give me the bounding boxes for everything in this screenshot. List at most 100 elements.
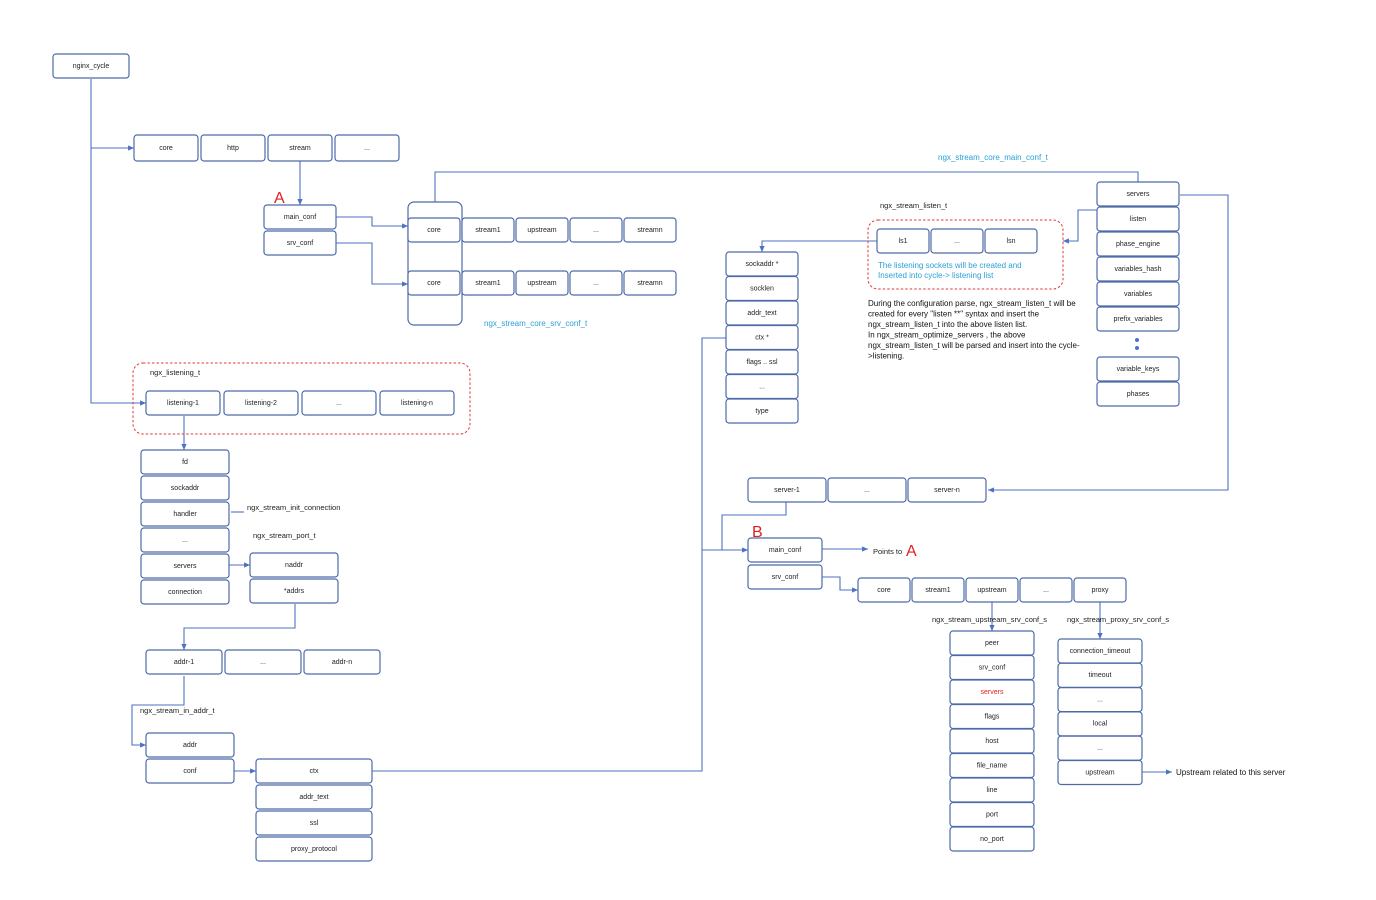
upstream-field-2[interactable]: servers [949, 679, 1035, 705]
upstream-related-label: Upstream related to this server [1176, 768, 1286, 777]
port-field-0[interactable]: naddr [249, 552, 339, 578]
listening-field-4[interactable]: servers [140, 553, 230, 579]
core-column-container [407, 201, 463, 326]
ls-0[interactable]: ls1 [876, 228, 930, 254]
nginx-cycle-box[interactable]: nginx_cycle [52, 53, 130, 79]
srv-mod-3[interactable]: ... [569, 270, 623, 296]
addr-1-label: ... [260, 659, 266, 666]
main-field2-1[interactable]: phases [1096, 381, 1180, 407]
srv-mod-2[interactable]: upstream [515, 270, 569, 296]
ls-2[interactable]: lsn [984, 228, 1038, 254]
stream-conf-column: main_conf srv_conf [263, 204, 337, 256]
server-mod-1[interactable]: stream1 [911, 577, 965, 603]
listening-0[interactable]: listening-1 [145, 390, 221, 416]
listening-field-2[interactable]: handler [140, 501, 230, 527]
upstream-field-3[interactable]: flags [949, 703, 1035, 730]
stream-conf-1[interactable]: srv_conf [263, 230, 337, 256]
addr-0[interactable]: addr-1 [145, 649, 223, 675]
listen-field-5[interactable]: ... [725, 373, 799, 400]
listening-field-1[interactable]: sockaddr [140, 475, 230, 501]
listening-row: listening-1 listening-2...listening-n [145, 390, 455, 416]
proxy-field-0[interactable]: connection_timeout [1057, 638, 1143, 664]
upstream-field-8[interactable]: no_port [949, 826, 1035, 852]
proxy-field-4[interactable]: ... [1057, 735, 1143, 761]
server-1[interactable]: ... [827, 477, 907, 503]
listening-field-3[interactable]: ... [140, 527, 230, 553]
stream-conf-1-label: srv_conf [287, 240, 314, 247]
in-addr-0[interactable]: addr [145, 732, 235, 758]
upstream-field-4[interactable]: host [949, 728, 1035, 754]
ctx-field-2[interactable]: ssl [255, 810, 373, 836]
proxy-field-2[interactable]: ... [1057, 686, 1143, 713]
listen-field-2[interactable]: addr_text [725, 300, 799, 326]
upstream-field-7[interactable]: port [949, 801, 1035, 828]
server-conf-1[interactable]: srv_conf [747, 564, 823, 590]
srv-mod-1[interactable]: stream1 [461, 270, 515, 296]
upstream-field-4-label: host [985, 738, 998, 745]
listening-field-0[interactable]: fd [140, 449, 230, 475]
main-field-1[interactable]: listen [1096, 206, 1180, 232]
ctx-field-1-label: addr_text [299, 794, 328, 801]
main-field-5[interactable]: prefix_variables [1096, 306, 1180, 332]
listening-0-label: listening-1 [167, 400, 199, 407]
main-mod-2[interactable]: upstream [515, 217, 569, 243]
listening-field-5[interactable]: connection [140, 579, 230, 605]
srv-mod-3-label: ... [593, 280, 599, 287]
upstream-field-0[interactable]: peer [949, 630, 1035, 656]
listen-field-1[interactable]: socklen [725, 275, 799, 302]
listening-t-label: ngx_listening_t [150, 368, 201, 377]
points-to-label: Points to [873, 547, 902, 556]
listening-1[interactable]: listening-2 [223, 390, 299, 416]
ls-1-label: ... [954, 238, 960, 245]
module-1[interactable]: http [200, 134, 266, 162]
ctx-field-0[interactable]: ctx [255, 758, 373, 784]
ls-1[interactable]: ... [930, 228, 984, 254]
module-3[interactable]: ... [334, 134, 400, 162]
upstream-field-6[interactable]: line [949, 777, 1035, 803]
ellipsis-dots [1135, 338, 1139, 350]
module-0[interactable]: core [133, 134, 199, 162]
listen-field-0[interactable]: sockaddr * [725, 251, 799, 277]
srv-mod-0[interactable]: core [407, 270, 461, 296]
proxy-field-1[interactable]: timeout [1057, 662, 1143, 688]
upstream-field-1[interactable]: srv_conf [949, 654, 1035, 681]
main-field-1-label: listen [1130, 216, 1146, 223]
in-addr-1[interactable]: conf [145, 758, 235, 784]
server-2[interactable]: server-n [907, 477, 987, 503]
main-mod-0[interactable]: core [407, 217, 461, 243]
proxy-field-3[interactable]: local [1057, 711, 1143, 737]
main-field-3[interactable]: variables_hash [1096, 256, 1180, 282]
listen-field-3[interactable]: ctx * [725, 324, 799, 351]
module-2[interactable]: stream [267, 134, 333, 162]
main-mod-3[interactable]: ... [569, 217, 623, 243]
srv-mod-4[interactable]: streamn [623, 270, 677, 296]
server-mod-2[interactable]: upstream [965, 577, 1019, 603]
addr-1[interactable]: ... [224, 649, 302, 675]
server-0[interactable]: server-1 [747, 477, 827, 503]
main-mod-4[interactable]: streamn [623, 217, 677, 243]
module-0-label: core [159, 145, 173, 152]
main-field-0[interactable]: servers [1096, 181, 1180, 207]
server-mod-4[interactable]: proxy [1073, 577, 1127, 603]
main-field-4[interactable]: variables [1096, 281, 1180, 307]
listening-2[interactable]: ... [301, 390, 377, 416]
listen-field-4[interactable]: flags .. ssl [725, 349, 799, 375]
ctx-field-3[interactable]: proxy_protocol [255, 836, 373, 862]
server-mod-0[interactable]: core [857, 577, 911, 603]
listen-field-6[interactable]: type [725, 398, 799, 424]
stream-conf-0[interactable]: main_conf [263, 204, 337, 230]
ls-row: ls1... lsn [876, 228, 1038, 254]
server-conf-0[interactable]: main_conf [747, 537, 823, 563]
main-mod-1[interactable]: stream1 [461, 217, 515, 243]
upstream-field-5[interactable]: file_name [949, 752, 1035, 779]
port-field-1[interactable]: *addrs [249, 578, 339, 604]
server-mod-3[interactable]: ... [1019, 577, 1073, 603]
addr-2[interactable]: addr-n [303, 649, 381, 675]
main-field2-0[interactable]: variable_keys [1096, 356, 1180, 382]
server-mod-2-label: upstream [977, 587, 1006, 594]
main-field-2[interactable]: phase_engine [1096, 231, 1180, 257]
listening-3[interactable]: listening-n [379, 390, 455, 416]
ctx-field-1[interactable]: addr_text [255, 784, 373, 810]
proxy-field-5[interactable]: upstream [1057, 759, 1143, 786]
